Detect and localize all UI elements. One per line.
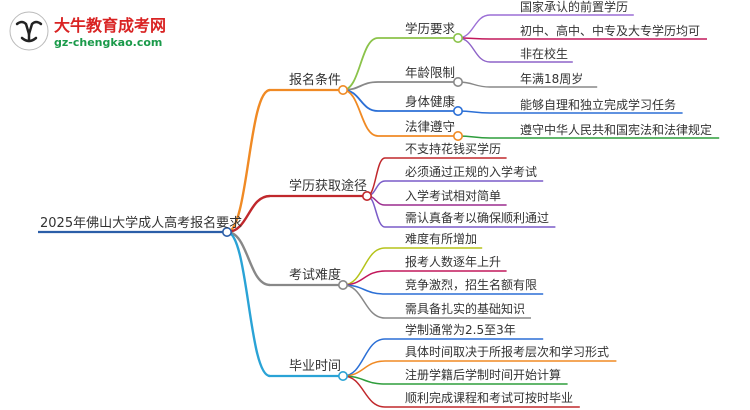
subtopic: 年龄限制	[405, 65, 456, 80]
leaf: 需具备扎实的基础知识	[405, 302, 526, 316]
logo-url: gz-chengkao.com	[54, 36, 163, 49]
root-topic: 2025年佛山大学成人高考报名要求	[40, 216, 243, 231]
subtopic-connector	[342, 89, 379, 112]
leaf: 非在校生	[520, 47, 569, 61]
branch-connector	[226, 230, 271, 378]
leaf: 必须通过正规的入学考试	[405, 165, 538, 179]
site-logo: 大牛教育成考网 gz-chengkao.com	[8, 10, 268, 60]
leaf: 顺利完成课程和考试可按时毕业	[405, 391, 574, 405]
leaf: 能够自理和独立完成学习任务	[520, 98, 677, 112]
leaf: 报考人数逐年上升	[405, 255, 502, 269]
branch-connector	[226, 230, 271, 287]
branch-topic: 考试难度	[289, 268, 342, 283]
subtopic-connector	[342, 89, 379, 137]
branch-node[interactable]	[361, 191, 372, 202]
leaf: 入学考试相对简单	[405, 189, 502, 203]
leaf-connector	[342, 284, 386, 319]
bull-logo-icon	[9, 11, 49, 51]
leaf: 国家承认的前置学历	[520, 0, 629, 14]
branch-topic: 毕业时间	[289, 359, 342, 374]
branch-node[interactable]	[337, 85, 348, 96]
branch-topic: 报名条件	[289, 73, 342, 88]
subtopic: 身体健康	[405, 94, 456, 109]
leaf: 学制通常为2.5至3年	[405, 323, 516, 337]
leaf-connector	[457, 37, 491, 63]
branch-connector	[226, 194, 271, 234]
leaf: 难度有所增加	[405, 232, 478, 246]
branch-node[interactable]	[337, 279, 348, 290]
leaf: 年满18周岁	[520, 72, 584, 86]
leaf-connector	[342, 338, 386, 377]
leaf: 不支持花钱买学历	[405, 142, 502, 156]
subtopic-node[interactable]	[452, 32, 463, 43]
subtopic-connector	[342, 81, 379, 91]
branch-connector	[226, 88, 271, 234]
leaf-connector	[342, 247, 386, 286]
leaf: 遵守中华人民共和国宪法和法律规定	[520, 123, 713, 137]
subtopic-node[interactable]	[452, 77, 463, 88]
subtopic-node[interactable]	[452, 106, 463, 117]
subtopic: 学历要求	[405, 21, 456, 36]
leaf-connector	[342, 360, 386, 377]
leaf: 具体时间取决于所报考层次和学习形式	[405, 345, 610, 359]
leaf-connector	[342, 375, 386, 408]
subtopic-node[interactable]	[452, 131, 463, 142]
subtopic: 法律遵守	[405, 119, 456, 134]
leaf: 注册学籍后学制时间开始计算	[405, 368, 562, 382]
leaf: 竞争激烈，招生名额有限	[405, 278, 538, 292]
branch-topic: 学历获取途径	[289, 179, 368, 194]
leaf: 初中、高中、中专及大专学历均可	[520, 24, 701, 38]
root-node[interactable]	[222, 227, 233, 238]
branch-node[interactable]	[337, 370, 348, 381]
logo-title: 大牛教育成考网	[54, 16, 167, 35]
leaf-connector	[366, 157, 386, 197]
leaf: 需认真备考以确保顺利通过	[405, 211, 550, 225]
leaf-connector	[457, 14, 491, 39]
